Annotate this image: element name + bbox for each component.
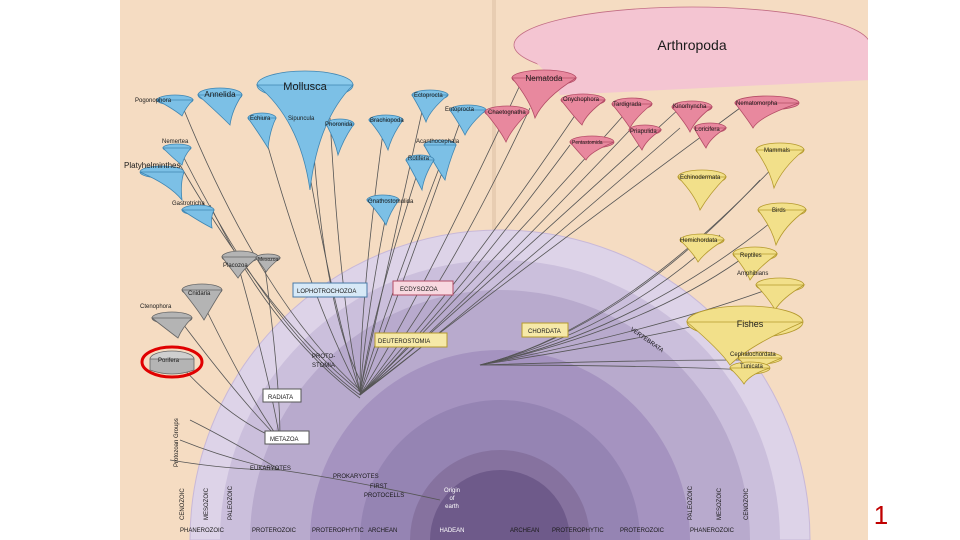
era-archean-left: ARCHEAN <box>368 528 397 534</box>
tunicata-label: Tunicata <box>740 364 763 370</box>
birds-label: Birds <box>772 208 786 214</box>
acanthocephala-label: Acanthocephala <box>416 139 460 145</box>
mesozoa-label: Mesozoa <box>258 257 279 263</box>
pentastomida-label: Pentastomida <box>572 140 603 146</box>
lophotrochozoa-label: LOPHOTROCHOZOA <box>297 289 356 295</box>
era-phanerozoic-right: PHANEROZOIC <box>690 528 735 534</box>
slide-page-number: 1 <box>866 500 896 531</box>
echiura-label: Echiura <box>250 116 271 122</box>
era-proterozoic-left: PROTEROZOIC <box>252 528 297 534</box>
ctenophora-label: Ctenophora <box>140 304 172 310</box>
hemichordata-label: Hemichordata <box>680 238 718 244</box>
tardigrada-label: Tardigrada <box>613 102 642 108</box>
cephalochordata-label: Cephalochordata <box>730 352 776 358</box>
era-hadean: HADEAN <box>439 528 464 534</box>
era-phanerozoic-left: PHANEROZOIC <box>180 528 225 534</box>
chaetognatha-label: Chaetognatha <box>488 110 526 116</box>
fishes-label: Fishes <box>737 319 764 329</box>
mammals-label: Mammals <box>764 148 790 154</box>
annelida-label: Annelida <box>204 90 236 99</box>
prokaryotes-label: PROKARYOTES <box>333 474 379 480</box>
mollusca-label: Mollusca <box>283 81 327 93</box>
era-archean-right: ARCHEAN <box>510 528 539 534</box>
nematomorpha-label: Nematomorpha <box>736 101 778 107</box>
cnidaria-label: Cnidaria <box>188 291 211 297</box>
era-proterozoic-right: PROTEROZOIC <box>620 528 665 534</box>
placozoa-label: Placozoa <box>223 263 248 269</box>
origin-label-line3: earth <box>445 504 459 510</box>
pogonophora-label: Pogonophora <box>135 98 172 104</box>
phylogeny-diagram: Arthropoda Mollusca Nematoda Annelida Po… <box>120 0 868 540</box>
rotifera-label: Rotifera <box>408 156 430 162</box>
radiata-label: RADIATA <box>268 395 293 401</box>
ecdysozoa-label: ECDYSOZOA <box>400 287 438 293</box>
era-paleozoic-left: PALEOZOIC <box>228 485 234 520</box>
metazoa-label: METAZOA <box>270 437 299 443</box>
reptiles-label: Reptiles <box>740 253 762 259</box>
amphibians-label: Amphibians <box>737 271 768 277</box>
first-protocells-label-line2: PROTOCELLS <box>364 493 404 499</box>
chordata-label: CHORDATA <box>528 329 561 335</box>
gnathostomulida-label: Gnathostomulida <box>368 199 414 205</box>
priapulida-label: Priapulida <box>630 129 657 135</box>
eukaryotes-label: EUKARYOTES <box>250 466 291 472</box>
kinorhyncha-label: Kinorhyncha <box>673 104 707 110</box>
protozoan-groups-label: Protozoan Groups <box>174 418 180 467</box>
era-cenozoic-right: CENOZOIC <box>744 488 750 520</box>
brachiopoda-label: Brachiopoda <box>370 118 404 124</box>
deuterostomia-label: DEUTEROSTOMIA <box>378 339 430 345</box>
sipuncula-label: Sipuncula <box>288 116 315 122</box>
ectoprocta-label: Ectoprocta <box>414 93 443 99</box>
gastrotricha-label: Gastrotricha <box>172 201 205 207</box>
platyhelminthes-label: Platyhelminthes <box>124 161 180 170</box>
protostomia-label-line2: STOMIA <box>312 363 335 369</box>
era-mesozoic-left: MESOZOIC <box>204 487 210 520</box>
phylogeny-figure: Arthropoda Mollusca Nematoda Annelida Po… <box>120 0 868 540</box>
origin-label-line2: of <box>449 496 454 502</box>
loricifera-label: Loricifera <box>695 127 720 133</box>
era-proterophytic-right: PROTEROPHYTIC <box>552 528 604 534</box>
era-cenozoic-left: CENOZOIC <box>180 488 186 520</box>
phoronida-label: Phoronida <box>325 122 353 128</box>
nematoda-label: Nematoda <box>526 74 563 83</box>
era-mesozoic-right: MESOZOIC <box>717 487 723 520</box>
first-protocells-label-line1: FIRST <box>370 484 388 490</box>
nemertea-label: Nemertea <box>162 139 189 145</box>
origin-label-line1: Origin <box>444 488 460 494</box>
porifera-label: Porifera <box>158 358 180 364</box>
echinodermata-label: Echinodermata <box>680 175 721 181</box>
protostomia-label-line1: PROTO- <box>312 354 335 360</box>
entoprocta-label: Entoprocta <box>445 107 475 113</box>
arthropoda-label: Arthropoda <box>657 37 726 53</box>
era-proterophytic-left: PROTEROPHYTIC <box>312 528 364 534</box>
onychophora-label: Onychophora <box>563 97 600 103</box>
era-paleozoic-right: PALEOZOIC <box>688 485 694 520</box>
